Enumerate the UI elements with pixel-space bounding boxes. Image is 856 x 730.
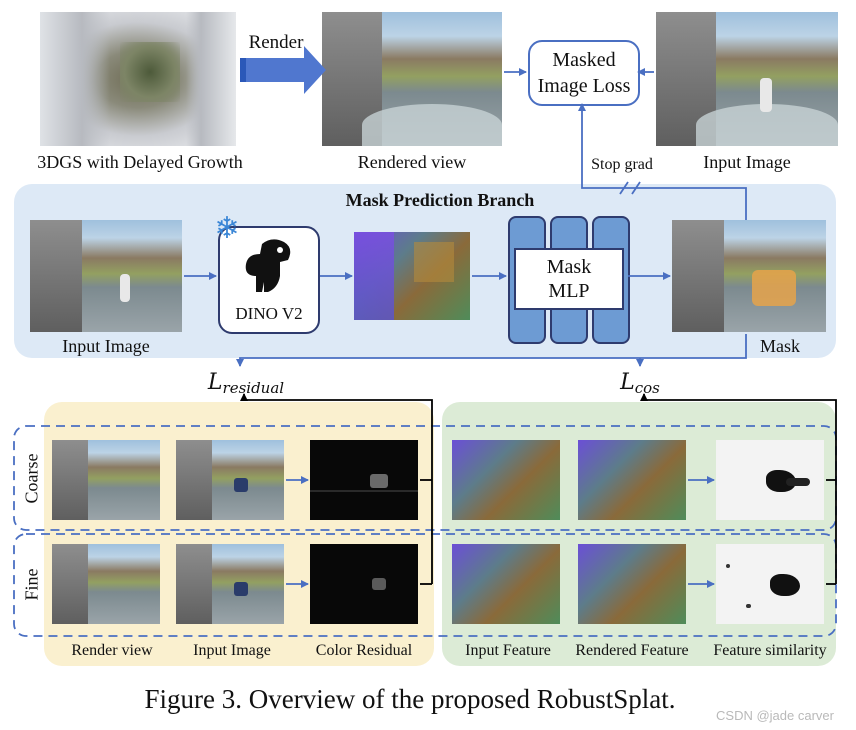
- col-rendered-feature: Rendered Feature: [575, 642, 689, 659]
- coarse-row-label: Coarse: [21, 453, 42, 504]
- fine-input-feature: [452, 544, 560, 624]
- branch-title: Mask Prediction Branch: [345, 190, 535, 210]
- fine-input-image: [176, 544, 284, 624]
- col-render-view: Render view: [71, 642, 153, 659]
- 3dgs-gaussians-image: [40, 12, 236, 146]
- snowflake-icon: ❄: [214, 211, 240, 246]
- coarse-color-residual: [310, 440, 418, 520]
- dino-v2-label: DINO V2: [235, 304, 303, 323]
- col-color-residual: Color Residual: [315, 642, 413, 659]
- top-input-image-label: Input Image: [703, 152, 791, 172]
- col-input-image: Input Image: [193, 642, 271, 659]
- col-feature-similarity: Feature similarity: [713, 642, 827, 659]
- watermark: CSDN @jade carver: [716, 708, 834, 723]
- coarse-input-image: [176, 440, 284, 520]
- mask-mlp-box: Mask MLP: [514, 248, 624, 310]
- loss-residual: Lresidual: [207, 370, 285, 397]
- coarse-rendered-feature: [578, 440, 686, 520]
- dinosaur-icon: [245, 239, 291, 292]
- mask-image: [672, 220, 826, 332]
- coarse-render-view: [52, 440, 160, 520]
- fine-color-residual: [310, 544, 418, 624]
- branch-input-image: [30, 220, 182, 332]
- mask-label: Mask: [760, 336, 800, 356]
- fine-rendered-feature: [578, 544, 686, 624]
- dino-feature-map: [354, 232, 470, 320]
- loss-cos: Lcos: [620, 370, 660, 397]
- rendered-view-label: Rendered view: [357, 152, 467, 172]
- 3dgs-label: 3DGS with Delayed Growth: [37, 152, 243, 172]
- coarse-feature-similarity: [716, 440, 824, 520]
- fine-feature-similarity: [716, 544, 824, 624]
- stop-grad-label: Stop grad: [591, 156, 653, 173]
- coarse-input-feature: [452, 440, 560, 520]
- col-input-feature: Input Feature: [465, 642, 551, 659]
- masked-image-loss-box: Masked Image Loss: [528, 40, 640, 106]
- rendered-view-image: [322, 12, 502, 146]
- fine-render-view: [52, 544, 160, 624]
- top-input-image: [656, 12, 838, 146]
- branch-input-label: Input Image: [62, 336, 150, 356]
- figure-caption: Figure 3. Overview of the proposed Robus…: [144, 684, 676, 714]
- render-label: Render: [248, 32, 304, 53]
- fine-row-label: Fine: [21, 568, 42, 601]
